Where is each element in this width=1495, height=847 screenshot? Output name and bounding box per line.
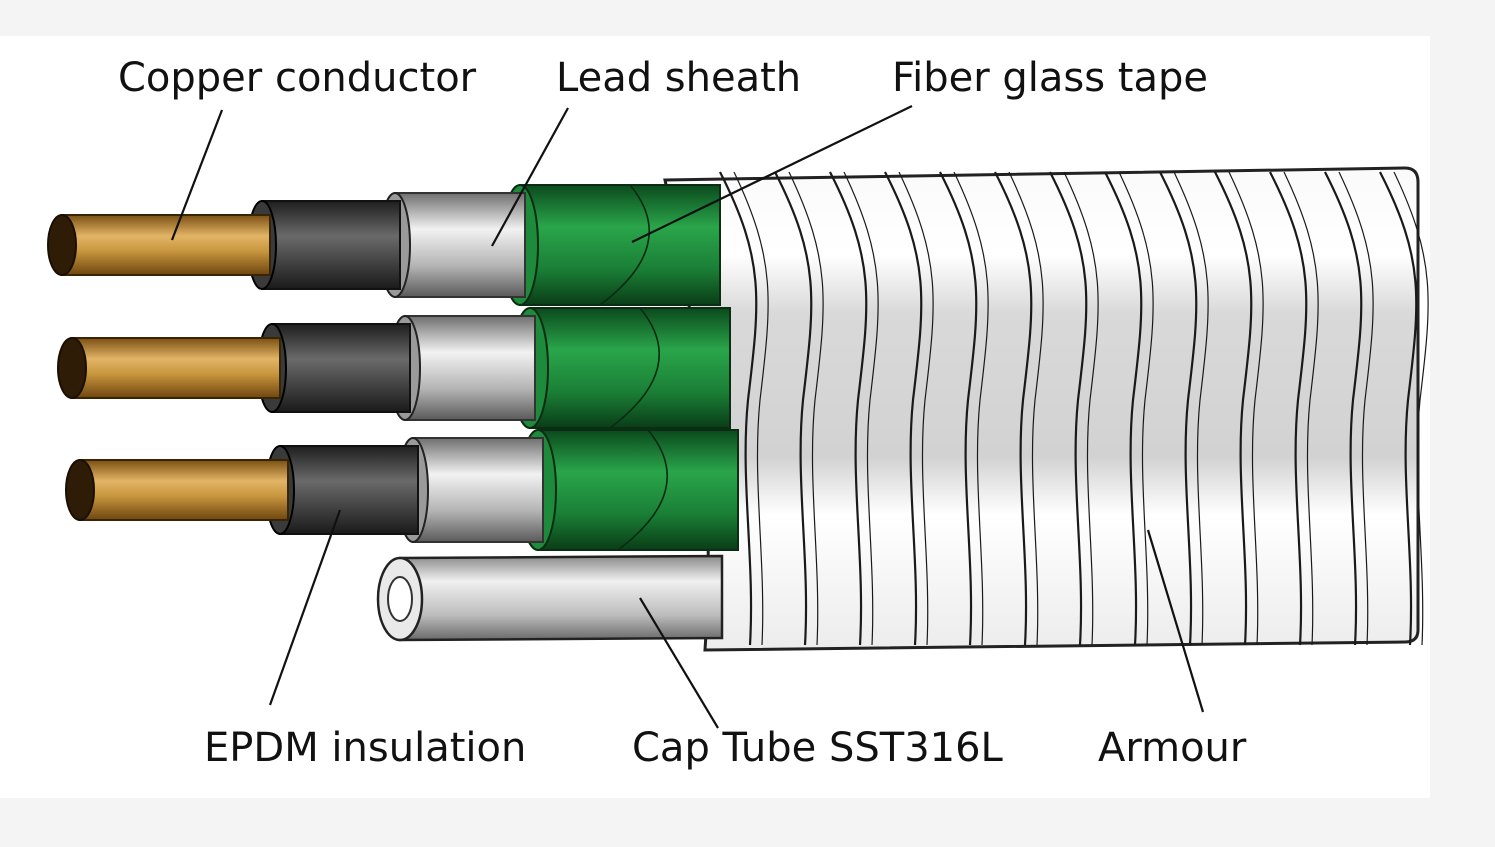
armour-wrap-edge: [788, 171, 824, 646]
leader-fiber-glass-tape: [631, 105, 913, 243]
epdm-insulation: [271, 323, 411, 413]
leader-copper-conductor: [170, 109, 224, 241]
copper-conductor: [71, 337, 281, 399]
label-armour: Armour: [1098, 725, 1247, 771]
label-epdm-insulation: EPDM insulation: [204, 725, 527, 771]
armour: [663, 166, 1429, 652]
armour-wrap: [719, 171, 758, 646]
core-1: [47, 184, 721, 306]
armour-wrap: [1379, 171, 1418, 646]
tape-seam: [617, 429, 669, 551]
armour-wrap-edge: [1118, 171, 1154, 646]
leader-armour: [1146, 529, 1205, 713]
armour-wrap-edge: [1338, 171, 1374, 646]
armour-wrap-edge: [1228, 171, 1264, 646]
armour-wrap: [994, 171, 1033, 646]
label-cap-tube: Cap Tube SST316L: [632, 725, 1003, 771]
lead-sheath: [394, 192, 526, 298]
armour-wrap: [1214, 171, 1253, 646]
armour-wrap: [1104, 171, 1143, 646]
tape-seam: [609, 307, 661, 429]
armour-wrap: [829, 171, 868, 646]
label-copper-conductor: Copper conductor: [118, 55, 477, 101]
lead-sheath: [404, 315, 536, 421]
leader-cap-tube: [639, 597, 719, 729]
copper-conductor: [61, 214, 271, 276]
label-lead-sheath: Lead sheath: [556, 55, 802, 101]
conductor-cores: [47, 184, 739, 551]
armour-wrap-edge: [733, 171, 769, 646]
armour-wrap: [939, 171, 978, 646]
armour-wrap: [1324, 171, 1363, 646]
fiber-glass-tape: [529, 307, 731, 429]
armour-wrap-edge: [953, 171, 989, 646]
armour-wrap-edge: [1393, 171, 1429, 646]
leader-lead-sheath: [491, 107, 569, 247]
armour-wrap-edge: [898, 171, 934, 646]
copper-conductor-end: [65, 459, 95, 521]
copper-conductor-end: [57, 337, 87, 399]
tape-seam: [599, 184, 651, 306]
core-2: [57, 307, 731, 429]
armour-wrap: [1159, 171, 1198, 646]
leader-epdm-insulation: [268, 509, 342, 706]
armour-wrap-edge: [843, 171, 879, 646]
epdm-insulation: [279, 445, 419, 535]
armour-wrap-edge: [1063, 171, 1099, 646]
core-3: [65, 429, 739, 551]
lead-sheath: [412, 437, 544, 543]
armour-wrap: [1269, 171, 1308, 646]
fiber-glass-tape: [519, 184, 721, 306]
armour-wrap: [1049, 171, 1088, 646]
armour-wrap-edge: [1283, 171, 1319, 646]
copper-conductor-end: [47, 214, 77, 276]
cap-tube: [376, 554, 724, 642]
label-fiber-glass-tape: Fiber glass tape: [892, 55, 1208, 101]
copper-conductor: [79, 459, 289, 521]
armour-wrap: [774, 171, 813, 646]
fiber-glass-tape: [537, 429, 739, 551]
leader-lines: [170, 105, 1205, 729]
armour-wrap: [884, 171, 923, 646]
armour-wrap-edge: [1173, 171, 1209, 646]
epdm-insulation: [261, 200, 401, 290]
armour-wrap-edge: [1008, 171, 1044, 646]
